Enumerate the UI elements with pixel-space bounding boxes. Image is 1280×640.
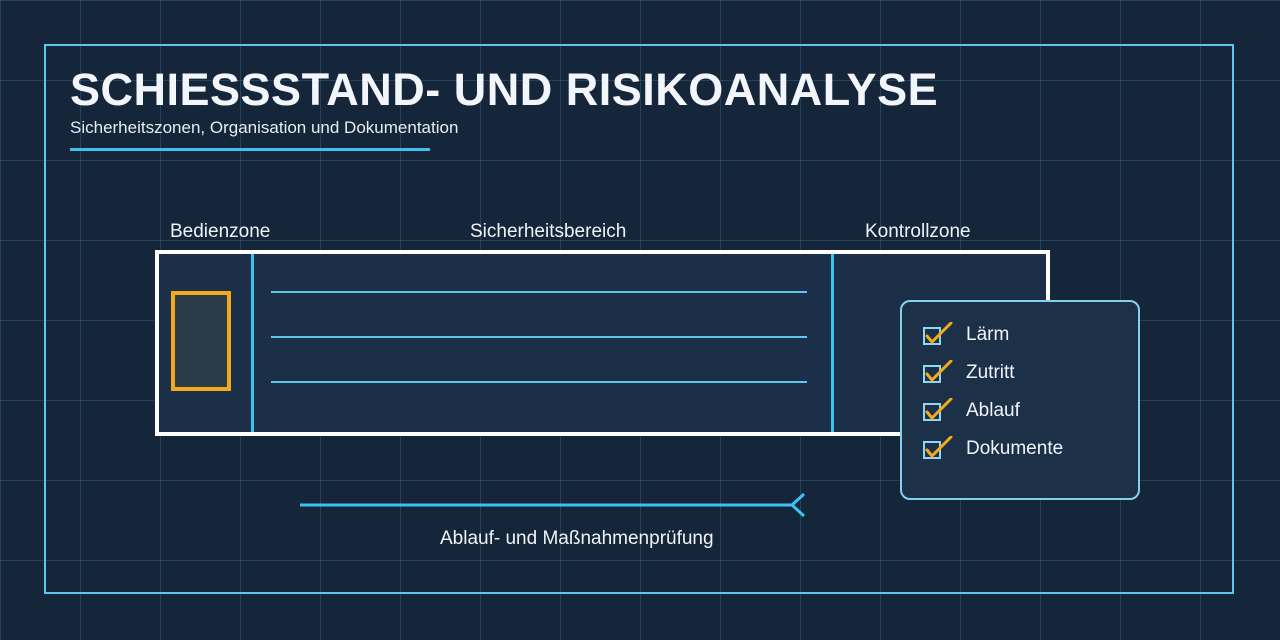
checklist-item: Lärm xyxy=(922,322,1009,348)
checkbox-checked-icon xyxy=(923,436,953,459)
flow-label: Ablauf- und Maßnahmenprüfung xyxy=(440,528,714,549)
checklist-item: Zutritt xyxy=(922,360,1015,386)
checkbox-checked-icon xyxy=(923,322,953,345)
title-underline xyxy=(70,148,430,151)
page-title: SCHIESSSTAND- UND RISIKOANALYSE xyxy=(70,64,939,115)
page-subtitle: Sicherheitszonen, Organisation und Dokum… xyxy=(70,118,459,137)
checkbox-checked-icon xyxy=(923,360,953,383)
checkbox-checked-icon xyxy=(923,398,953,421)
shooting-lane xyxy=(271,381,807,383)
checklist-item: Dokumente xyxy=(922,436,1063,462)
arrow-right-icon xyxy=(300,492,806,518)
checklist-item: Ablauf xyxy=(922,398,1020,424)
zone-label-safety: Sicherheitsbereich xyxy=(470,221,627,242)
shooting-lane xyxy=(271,336,807,338)
checklist-item-label: Dokumente xyxy=(966,438,1064,459)
checklist-item-label: Lärm xyxy=(966,324,1010,345)
zone-divider-control xyxy=(831,254,834,432)
checklist-item-label: Zutritt xyxy=(966,362,1015,383)
shooter-station xyxy=(171,291,231,391)
risk-checklist: Lärm Zutritt Ablauf Dokumente xyxy=(900,300,1140,500)
shooting-lane xyxy=(271,291,807,293)
zone-divider-operator xyxy=(251,254,254,432)
checklist-item-label: Ablauf xyxy=(966,400,1020,421)
zone-label-operator: Bedienzone xyxy=(170,221,271,242)
outer-frame xyxy=(44,44,1234,594)
zone-label-control: Kontrollzone xyxy=(865,221,971,242)
